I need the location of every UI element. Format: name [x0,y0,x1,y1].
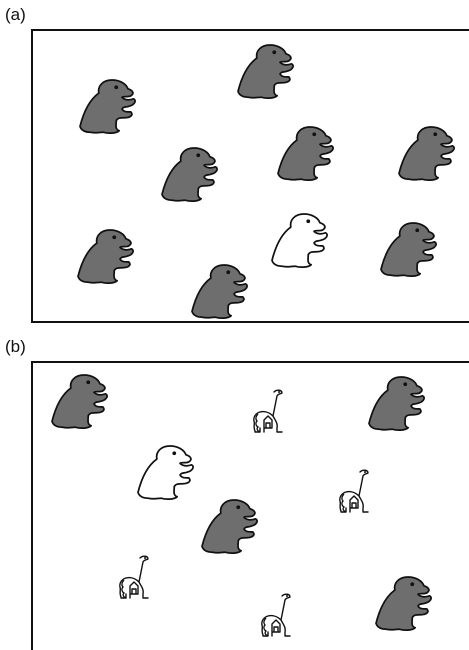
gray-dinosaur-icon [77,229,134,285]
longneck-dinosaur-icon [261,593,291,637]
gray-dinosaur-icon [368,376,425,432]
gray-dinosaur-icon [375,576,432,632]
longneck-dinosaur-icon [253,389,283,433]
panel-b-frame [31,361,469,650]
white-dinosaur-icon [137,445,194,501]
panel-a-stimuli [77,44,455,320]
gray-dinosaur-icon [398,126,455,182]
panel-b-label: (b) [5,337,26,356]
white-dinosaur-icon [271,213,328,269]
gray-dinosaur-icon [191,264,248,320]
gray-dinosaur-icon [201,499,258,555]
longneck-dinosaur-icon [119,555,149,599]
gray-dinosaur-icon [161,147,218,203]
gray-dinosaur-icon [79,79,136,135]
panel-b-stimuli [51,374,432,637]
panel-a-label: (a) [5,5,26,24]
gray-dinosaur-icon [277,126,334,182]
gray-dinosaur-icon [51,374,108,430]
gray-dinosaur-icon [380,222,437,278]
gray-dinosaur-icon [237,44,294,100]
panel-a-frame [31,29,469,323]
longneck-dinosaur-icon [339,469,369,513]
